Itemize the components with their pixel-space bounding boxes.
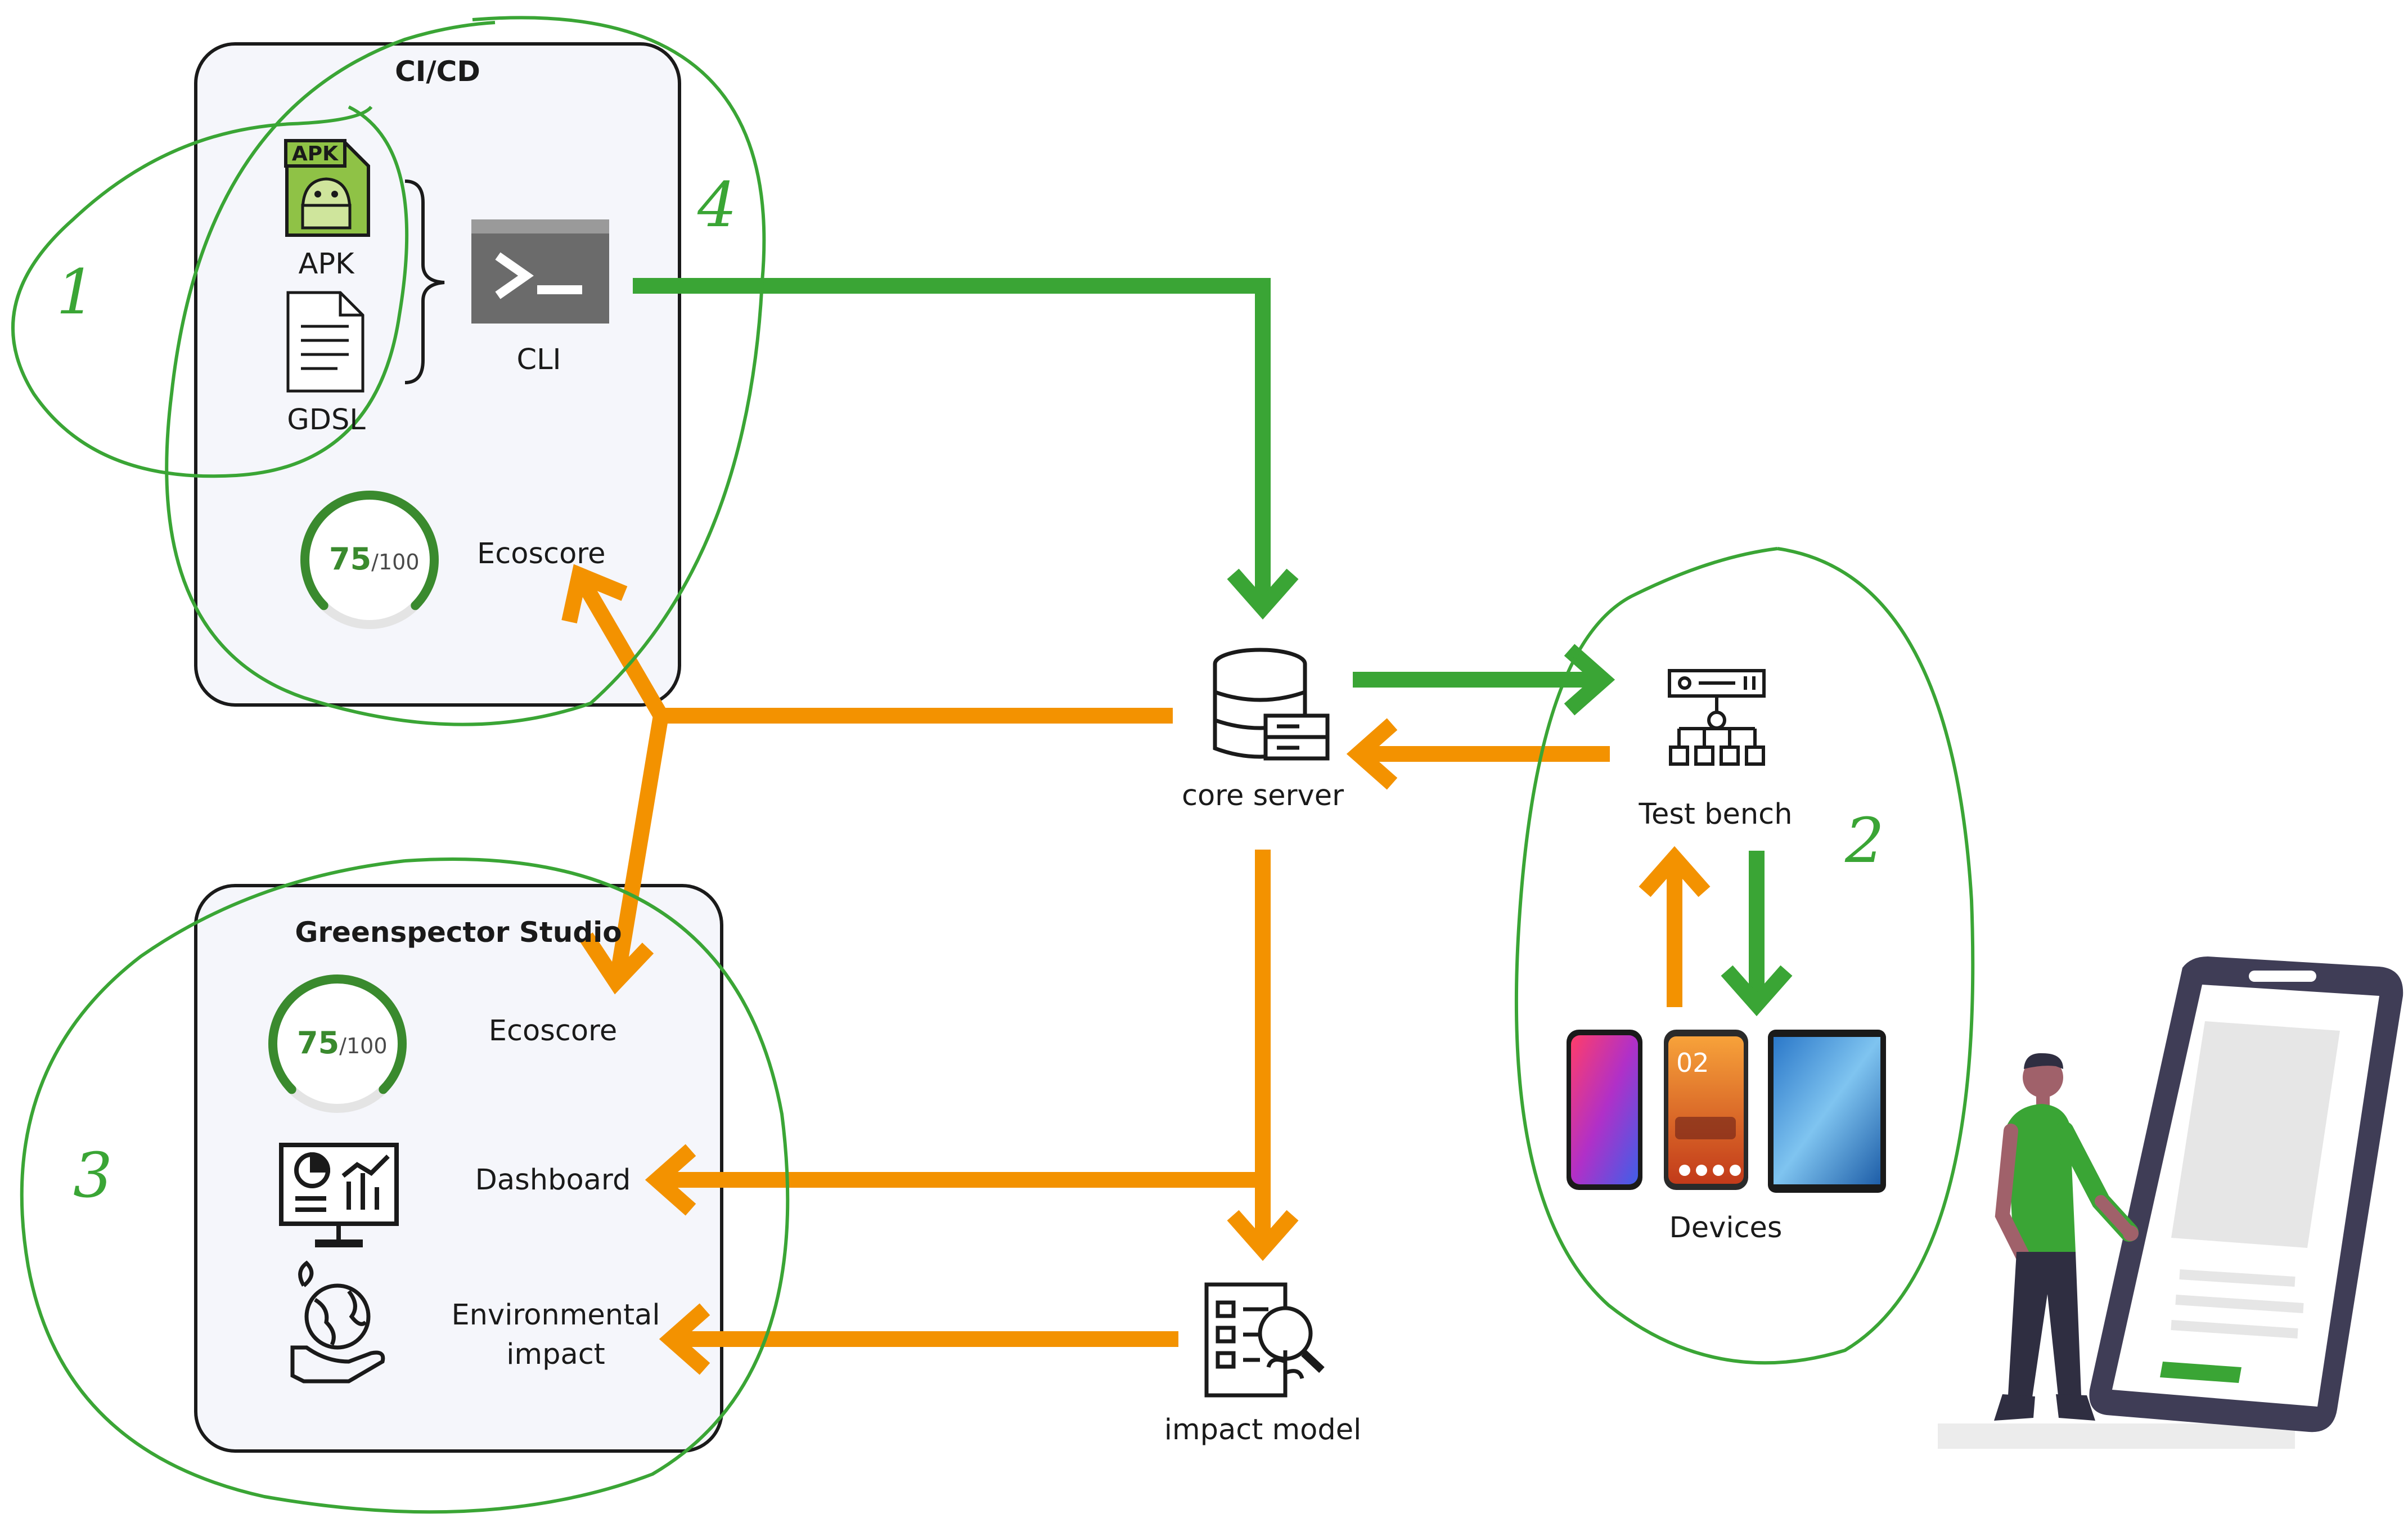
cli-label: CLI (516, 343, 561, 376)
cicd-score-gauge (300, 491, 439, 629)
dashboard-monitor-icon (279, 1143, 399, 1247)
arrowhead-dashboard (645, 1144, 696, 1216)
network-tree-icon (1668, 669, 1766, 766)
arrowhead-impact-model (1227, 1210, 1299, 1261)
devices-label: Devices (1669, 1211, 1783, 1245)
arrow-cli-to-server (633, 278, 1271, 605)
globe-plant-hand-icon (290, 1260, 385, 1384)
android-apk-icon: APK (284, 139, 370, 237)
orange-arrows (561, 564, 1711, 1375)
annotation-loop-2 (1514, 547, 1975, 1365)
annotation-number-1: 1 (56, 256, 96, 328)
green-arrows (633, 278, 1793, 1017)
annotation-loops (11, 16, 1975, 1514)
studio-score-gauge (268, 974, 407, 1113)
document-icon (286, 291, 364, 393)
annotation-loop-3 (20, 857, 790, 1514)
smartphone-icon: 02 (1664, 1030, 1748, 1190)
phone-clock-text: 02 (1676, 1048, 1709, 1078)
annotation-number-4: 4 (697, 169, 737, 241)
studio-title: Greenspector Studio (295, 916, 622, 949)
checklist-magnifier-icon (1204, 1282, 1325, 1398)
core-server-label: core server (1181, 779, 1344, 812)
environmental-label: Environmental (451, 1299, 660, 1332)
studio-ecoscore-label: Ecoscore (488, 1014, 618, 1048)
cicd-score-value: 75 (329, 541, 372, 577)
studio-score-text: 75/100 (297, 1025, 388, 1061)
impact-model-label: impact model (1164, 1413, 1362, 1447)
smartphone-icon (1567, 1030, 1642, 1190)
arrowhead-devices-in (1721, 965, 1793, 1017)
cicd-box (194, 42, 681, 707)
terminal-icon (471, 219, 609, 324)
cicd-score-text: 75/100 (329, 541, 420, 577)
arrowhead-server-in (1227, 568, 1299, 620)
arrowhead-ci-ecoscore (561, 564, 628, 623)
database-server-icon (1213, 648, 1330, 761)
arrowhead-bench-from-devices (1639, 846, 1711, 897)
arrowhead-bench-in (1564, 644, 1615, 716)
studio-score-total: /100 (339, 1034, 388, 1058)
arrowhead-server-from-bench (1346, 718, 1398, 790)
studio-box (194, 884, 723, 1453)
cicd-title: CI/CD (395, 55, 480, 88)
apk-label: APK (298, 248, 354, 281)
cicd-score-total: /100 (371, 550, 420, 574)
arrow-branch-to-ci-ecoscore (575, 576, 668, 720)
gdsl-label: GDSL (287, 403, 366, 437)
test-bench-label: Test bench (1639, 798, 1793, 831)
studio-score-value: 75 (297, 1025, 340, 1061)
cicd-ecoscore-label: Ecoscore (477, 537, 606, 571)
annotation-number-3: 3 (73, 1139, 112, 1211)
annotation-number-2: 2 (1845, 805, 1884, 877)
arrowhead-env (659, 1303, 710, 1375)
devices-group: 02 (1567, 1030, 1886, 1193)
grouping-brace (404, 179, 445, 384)
tablet-icon (1768, 1030, 1886, 1193)
annotation-loop-1 (11, 105, 409, 478)
impact-label: impact (506, 1338, 605, 1371)
arrowhead-studio-ecoscore (579, 932, 654, 995)
apk-icon-text: APK (292, 142, 339, 165)
dashboard-label: Dashboard (475, 1164, 631, 1197)
arrow-branch-to-studio-ecoscore (610, 714, 669, 978)
annotation-loop-4 (165, 16, 766, 726)
person-with-phone-illustration (1938, 956, 2404, 1449)
